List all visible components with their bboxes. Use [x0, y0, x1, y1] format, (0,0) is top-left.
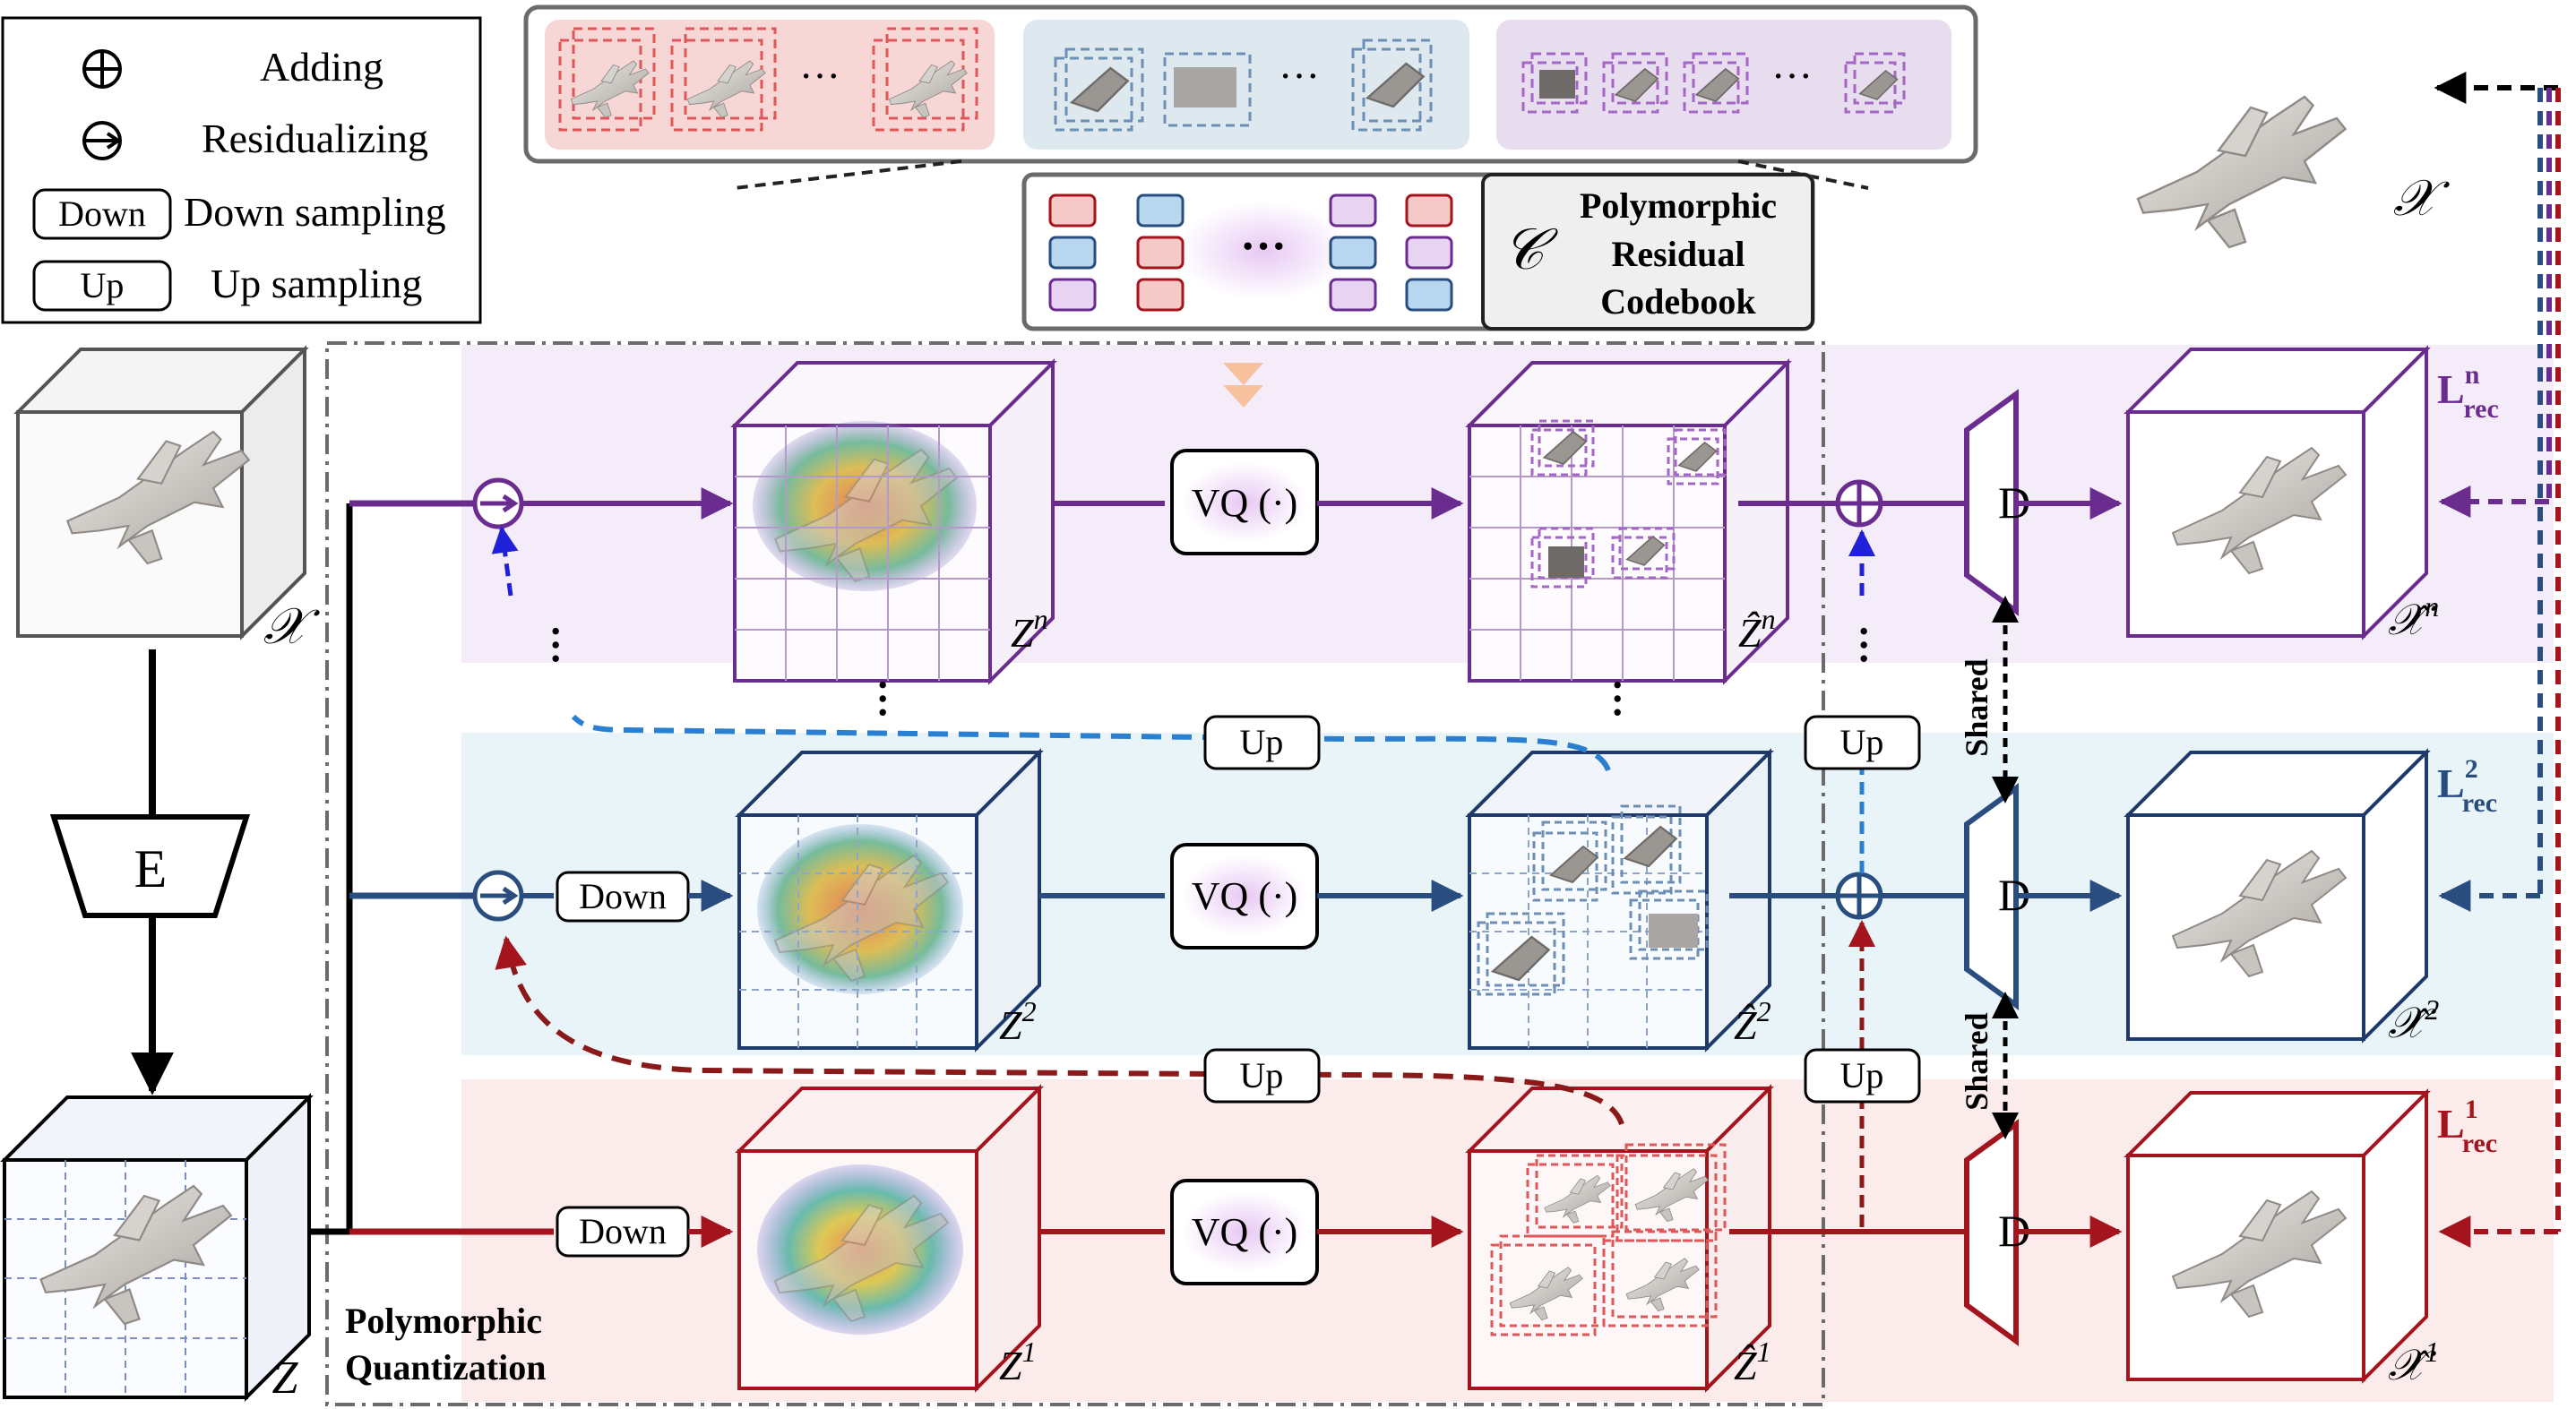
legend-residualizing-label: Residualizing — [202, 116, 428, 161]
z-2-label: Z2 — [999, 995, 1037, 1048]
row-2-vq-glow — [1182, 855, 1307, 936]
svg-text:···: ··· — [533, 624, 579, 666]
up-box-upper-left — [1203, 715, 1321, 770]
row-scale-1: Down Z1 VQ (·) Ẑ1 — [349, 1084, 2497, 1393]
zhat-1-cube — [1465, 1084, 1774, 1393]
row-n-add-icon — [1835, 479, 1883, 528]
row-scale-2: Down Z2 VQ (·) — [349, 748, 2497, 1052]
svg-text:···: ··· — [1595, 678, 1641, 719]
region-label-line2: Quantization — [345, 1347, 546, 1388]
target-label: 𝒳 — [2393, 171, 2451, 227]
purple-code-piece-1 — [1539, 70, 1575, 99]
z-1-label: Z1 — [999, 1336, 1037, 1388]
zhat-2-piece-4 — [1649, 914, 1698, 948]
svg-text:···: ··· — [1841, 624, 1887, 666]
red-strip-ellipsis: ··· — [799, 53, 840, 99]
supervision-lines — [2434, 72, 2561, 1248]
adding-symbol-icon — [82, 49, 122, 89]
code-cells — [1048, 193, 1453, 312]
row-n-vq-label: VQ (·) — [1192, 481, 1298, 525]
legend-down-box — [32, 188, 172, 240]
legend-down-label: Down sampling — [184, 189, 446, 235]
codebook-to-vq-arrow-icon — [1223, 363, 1263, 408]
up-label-lower-left: Up — [1240, 1055, 1284, 1095]
row-1-down-label: Down — [579, 1211, 667, 1251]
svg-text:···: ··· — [860, 678, 906, 719]
legend-up-box-label: Up — [81, 265, 125, 305]
zhat-1-label: Ẑ1 — [1734, 1336, 1771, 1388]
up-feedback-path-2 — [571, 714, 1611, 772]
blue-code-shapes — [1054, 39, 1433, 132]
up-box-upper-right — [1804, 715, 1921, 770]
row-scale-n: Zn VQ (·) Ẑn — [349, 345, 2499, 685]
xhat-1-label: 𝒳̂1 — [2388, 1336, 2439, 1389]
zhat-1-codes — [1490, 1143, 1727, 1336]
up-label-upper-left: Up — [1240, 722, 1284, 762]
row-1-vq-label: VQ (·) — [1192, 1210, 1298, 1254]
purple-code-shapes — [1521, 52, 1906, 114]
zhat-n-codes — [1530, 419, 1727, 589]
shared-label-lower: Shared — [1959, 1012, 1994, 1110]
shared-label-upper: Shared — [1959, 658, 1994, 756]
row-n-residual-feedback — [491, 526, 519, 597]
row-1-vq-glow — [1182, 1191, 1307, 1272]
zhat-2-cube — [1465, 748, 1774, 1052]
legend-up-label: Up sampling — [211, 261, 422, 306]
up-label-lower-right: Up — [1840, 1055, 1884, 1095]
legend-adding-label: Adding — [260, 44, 383, 90]
blue-strip-ellipsis: ··· — [1279, 53, 1320, 99]
row-2-add-icon — [1835, 872, 1883, 920]
row-2-down-label: Down — [579, 876, 667, 916]
up-feedback-path-1 — [495, 935, 1624, 1126]
purple-strip-ellipsis: ··· — [1771, 53, 1813, 99]
up-box-lower-right — [1804, 1048, 1921, 1104]
legend-down-box-label: Down — [58, 193, 146, 234]
row-2-vq-label: VQ (·) — [1192, 874, 1298, 918]
row-n-vq-glow — [1182, 462, 1307, 543]
strip-projection-lines — [734, 159, 1869, 190]
zhat-2-codes — [1477, 804, 1709, 996]
z-2-grid — [739, 815, 977, 1048]
z-n-grid — [735, 425, 990, 681]
encoder-label: E — [134, 839, 168, 898]
row-2-residualize-icon — [472, 870, 524, 922]
target-plane — [2136, 95, 2347, 249]
zhat-n-label: Ẑn — [1738, 603, 1776, 656]
codebook-title-line3: Codebook — [1600, 281, 1756, 322]
input-label: 𝒳 — [263, 599, 321, 655]
xhat-1-cube — [2124, 1088, 2431, 1384]
z-n-label: Zn — [1011, 603, 1048, 656]
codebook-box: ··· 𝒞 Polymorphic Residual Codebook — [1021, 172, 1815, 331]
latent-label: Z — [272, 1353, 299, 1404]
region-label-line1: Polymorphic — [345, 1301, 542, 1341]
zhat-n-grid — [1469, 425, 1725, 681]
red-code-shapes — [558, 27, 978, 132]
zhat-2-label: Ẑ2 — [1734, 995, 1771, 1048]
up-label-upper-right: Up — [1840, 722, 1884, 762]
codebook-title-line2: Residual — [1612, 234, 1745, 274]
residualizing-symbol-icon — [82, 121, 122, 160]
row-ellipses: ··· ··· ··· ··· — [533, 624, 1887, 719]
zhat-n-cube — [1465, 358, 1792, 685]
up-box-lower-left — [1203, 1048, 1321, 1104]
blue-code-piece-2 — [1174, 67, 1236, 107]
legend: Adding Residualizing Down Down sampling … — [1, 16, 482, 324]
codebook-ellipsis: ··· — [1240, 221, 1287, 272]
row-n-residualize-icon — [472, 477, 524, 529]
codebook-title-line1: Polymorphic — [1580, 185, 1777, 226]
xhat-2-cube — [2124, 748, 2431, 1044]
codebook-strip: ··· ··· ··· — [523, 4, 1978, 164]
zhat-n-piece-3 — [1548, 546, 1584, 578]
legend-up-box — [32, 260, 172, 312]
encoder-block — [49, 814, 251, 918]
